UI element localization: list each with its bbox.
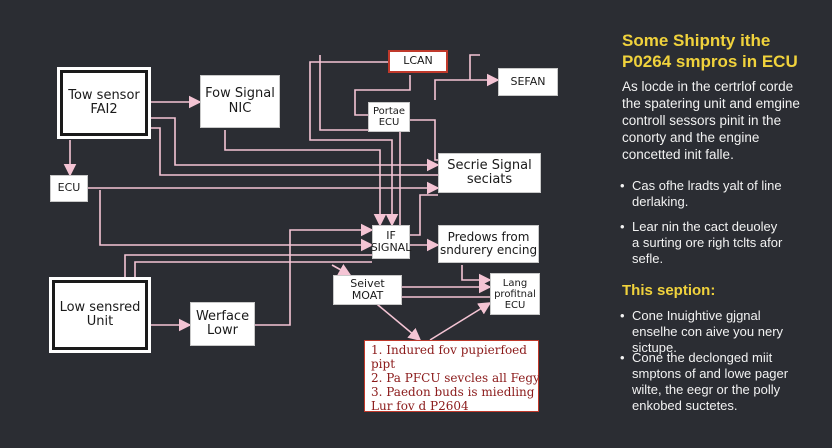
werface-line1: Werface <box>195 308 250 324</box>
secrie-line2: seciats <box>466 172 513 187</box>
portae-line2: ECU <box>378 117 400 128</box>
bullet-item: • Lear nin the cact deuoley a surting or… <box>608 219 832 267</box>
tow-sensor-box: Tow sensor FAI2 <box>60 70 148 136</box>
bullet-4-line3: wilte, the eegr or the polly <box>632 382 781 397</box>
bullet-3-line2: enselhe con aive you nery <box>632 324 784 339</box>
lcan-label: LCAN <box>403 54 433 68</box>
bullet-2-line2: a surting ore righ tclts afor <box>632 235 783 250</box>
secrie-signal-box: Secrie Signal seciats <box>438 153 541 193</box>
bullet-item: • Cone Inuightive gjgnal enselhe con aiv… <box>608 308 832 356</box>
panel-title-line1: Some Shipnty ithe <box>622 31 771 50</box>
seivet-line2: MOAT <box>351 289 384 302</box>
lcan-box: LCAN <box>388 50 448 73</box>
portae-box: Portae ECU <box>368 102 410 132</box>
if-signal-line2: SIGNAL <box>370 241 412 254</box>
low-sensed-line2: Unit <box>86 314 114 329</box>
sefan-box: SEFAN <box>498 68 558 96</box>
if-signal-line1: IF <box>386 228 396 242</box>
note-line-1: 1. Indured fov pupierfoed <box>371 343 527 357</box>
tow-sensor-line1: Tow sensor <box>68 87 140 103</box>
bullet-dot-icon: • <box>620 308 625 323</box>
bullet-item: • Cone the declonged miit smptons of and… <box>608 350 832 414</box>
section-title: This seption: <box>622 282 716 299</box>
bullet-1-line2: derlaking. <box>632 194 689 209</box>
bullet-dot-icon: • <box>620 219 625 234</box>
bullet-item: • Cas ofhe lradts yalt of line derlaking… <box>608 178 832 210</box>
ecu-box: ECU <box>50 175 88 202</box>
lang-line3: ECU <box>504 299 526 311</box>
low-sensed-line1: Low sensred <box>59 299 141 315</box>
bullet-dot-icon: • <box>620 350 625 365</box>
intro-line4: conorty and the engine <box>622 130 760 145</box>
fow-signal-line1: Fow Signal <box>205 86 275 102</box>
if-signal-box: IF SIGNAL <box>370 225 412 259</box>
seivet-line1: Seivet <box>350 276 385 290</box>
notes-box: 1. Indured fov pupierfoed pipt 2. Pa PFC… <box>364 340 540 413</box>
bullet-dot-icon: • <box>620 178 625 193</box>
lang-line1: Lang <box>502 277 528 289</box>
predows-line1: Predows from <box>447 229 530 244</box>
panel-title-line2: P0264 smpros in ECU <box>622 52 798 71</box>
lang-line2: profitnal <box>494 288 536 300</box>
intro-line3: controll sessors pinit in the <box>622 113 782 128</box>
bullet-1-line1: Cas ofhe lradts yalt of line <box>632 178 782 193</box>
note-line-2: pipt <box>371 357 396 371</box>
sefan-label: SEFAN <box>510 74 546 88</box>
bullet-2-line1: Lear nin the cact deuoley <box>632 219 778 234</box>
bullet-2-line3: sefle. <box>632 251 664 266</box>
bullet-4-line4: enkobed suctetes. <box>632 398 738 413</box>
note-line-4: 3. Paedon buds is miedling <box>371 385 535 399</box>
intro-line1: As locde in the certrlof corde <box>622 79 794 94</box>
ecu-label: ECU <box>57 181 81 195</box>
note-line-5: Lur fov d P2604 <box>371 399 469 413</box>
secrie-line1: Secrie Signal <box>447 157 532 173</box>
lang-box: Lang profitnal ECU <box>490 273 540 315</box>
werface-line2: Lowr <box>207 323 238 338</box>
predows-box: Predows from sndurery encing <box>438 225 539 263</box>
werface-box: Werface Lowr <box>190 302 255 346</box>
portae-line1: Portae <box>372 106 406 117</box>
intro-line2: the spatering unit and emgine <box>622 96 800 111</box>
intro-line5: concetted init falle. <box>622 147 734 162</box>
bullet-3-line3: sictupe. <box>632 340 677 355</box>
bullet-4-line1: Cone the declonged miit <box>632 350 773 365</box>
note-line-3: 2. Pa PFCU sevcles all Fegy <box>371 371 540 385</box>
predows-line2: sndurery encing <box>439 243 538 257</box>
seivet-box: Seivet MOAT <box>333 275 402 305</box>
low-sensed-unit-box: Low sensred Unit <box>52 280 148 350</box>
tow-sensor-line2: FAI2 <box>90 102 118 117</box>
bullet-4-line2: smptons of and lowe pager <box>632 366 789 381</box>
fow-signal-box: Fow Signal NIC <box>200 75 280 128</box>
panel-title: Some Shipnty ithe P0264 smpros in ECU <box>622 30 798 72</box>
wiring-diagram: Tow sensor FAI2 Fow Signal NIC LCAN SEFA… <box>50 50 558 413</box>
intro-paragraph: As locde in the certrlof corde the spate… <box>622 78 830 163</box>
connector-lines <box>63 54 500 342</box>
bullet-3-line1: Cone Inuightive gjgnal <box>632 308 761 323</box>
description-panel: Some Shipnty ithe P0264 smpros in ECU As… <box>608 0 832 448</box>
fow-signal-line2: NIC <box>228 100 252 116</box>
